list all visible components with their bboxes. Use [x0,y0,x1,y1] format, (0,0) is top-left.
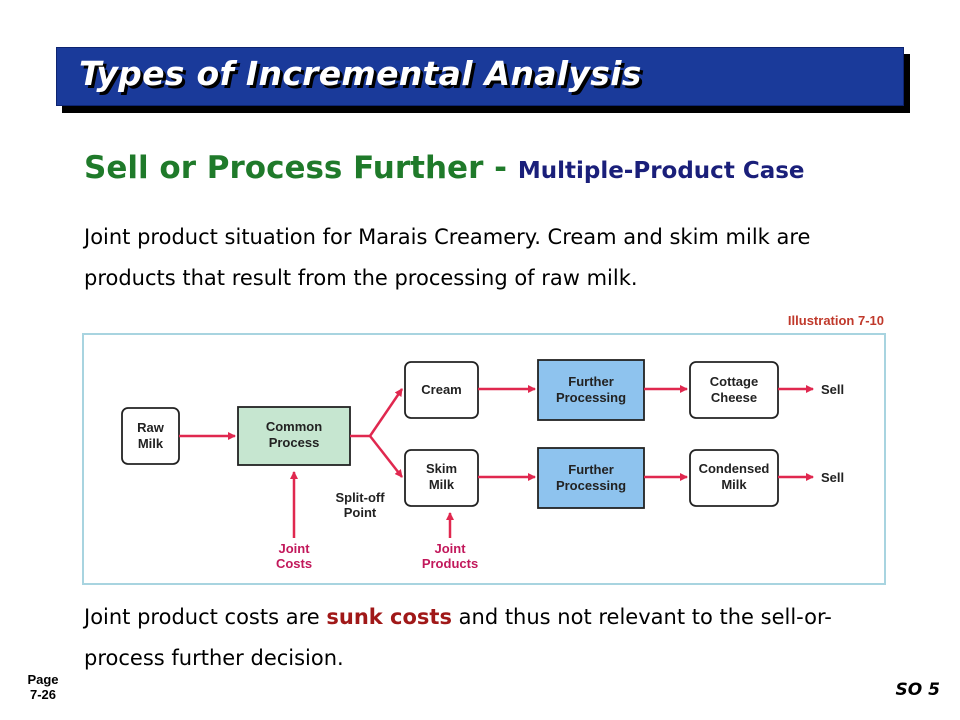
common-process-box: Common Process [237,406,351,466]
sell-label-2: Sell [821,470,844,485]
illustration-label: Illustration 7-10 [787,313,884,328]
further-processing-box-1: Further Processing [537,359,645,421]
arrow-to-skim [369,435,403,478]
conclusion-text-after: and thus not relevant to the sell-or-pro… [84,605,832,670]
conclusion-paragraph: Joint product costs are sunk costs and t… [84,597,884,679]
common-process-line2: Process [269,435,320,450]
further-processing-2-line1: Further [568,462,614,477]
joint-costs-line2: Costs [276,556,312,571]
cream-box: Cream [404,361,479,419]
slide-title: Types of Incremental Analysis [79,54,642,93]
title-banner: Types of Incremental Analysis [56,47,904,106]
joint-product-diagram: Raw Milk Common Process Cream Skim Milk [82,333,886,585]
cottage-cheese-line1: Cottage [710,374,758,389]
arrow-to-cream [368,388,404,437]
further-processing-1-line2: Processing [556,390,626,405]
common-process-line1: Common [266,419,322,434]
subtitle-main: Sell or Process Further [84,150,484,186]
subtitle: Sell or Process Further - Multiple-Produ… [84,150,805,186]
sell-label-1: Sell [821,382,844,397]
joint-products-line2: Products [422,556,478,571]
raw-milk-line2: Milk [138,436,164,451]
intro-paragraph: Joint product situation for Marais Cream… [84,225,811,290]
subtitle-separator: - [483,150,518,186]
page-indicator: Page 7-26 [20,672,66,702]
further-processing-2-line2: Processing [556,478,626,493]
study-objective-label: SO 5 [895,680,940,700]
further-processing-1-line1: Further [568,374,614,389]
conclusion-text-before: Joint product costs are [84,605,327,629]
cottage-cheese-line2: Cheese [711,390,757,405]
skim-milk-box: Skim Milk [404,449,479,507]
condensed-milk-line2: Milk [721,477,747,492]
split-off-line1: Split-off [335,490,385,505]
condensed-milk-box: Condensed Milk [689,449,779,507]
further-processing-box-2: Further Processing [537,447,645,509]
page-label: Page [27,672,59,687]
raw-milk-line1: Raw [137,420,165,435]
split-off-line2: Point [344,505,377,520]
cottage-cheese-box: Cottage Cheese [689,361,779,419]
joint-costs-line1: Joint [278,541,310,556]
skim-milk-line1: Skim [426,461,457,476]
joint-products-line1: Joint [434,541,466,556]
condensed-milk-line1: Condensed [699,461,770,476]
raw-milk-box: Raw Milk [121,407,180,465]
sunk-costs-highlight: sunk costs [326,605,452,629]
cream-label: Cream [421,382,461,397]
skim-milk-line2: Milk [429,477,455,492]
page-number: 7-26 [29,687,57,702]
subtitle-sub: Multiple-Product Case [517,158,805,184]
